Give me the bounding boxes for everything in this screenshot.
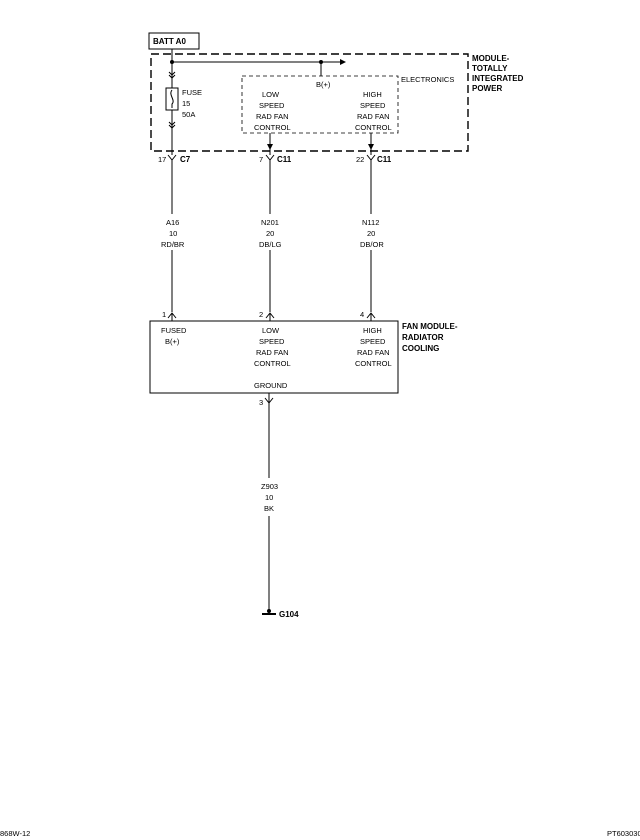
fuse-rating: 50A: [182, 110, 195, 119]
arrow-down-icon: [267, 144, 273, 150]
tipm-low-4: CONTROL: [254, 123, 291, 132]
tipm-high-3: RAD FAN: [357, 112, 390, 121]
wire-n201-circuit: N201: [261, 218, 279, 227]
ground-icon: [267, 609, 271, 613]
connector-name-c7: C7: [180, 155, 191, 164]
batt-label: BATT A0: [153, 37, 186, 46]
fan-fused-2: B(+): [165, 337, 180, 346]
tipm-title-3: INTEGRATED: [472, 74, 524, 83]
fuse-element-icon: [170, 89, 174, 108]
fan-pin-1-label: 1: [162, 310, 166, 319]
fuse-number: 15: [182, 99, 190, 108]
tipm-low-1: LOW: [262, 90, 280, 99]
wire-n112-circuit: N112: [362, 218, 379, 227]
fuse-connector-icon: [168, 121, 176, 126]
wire-n112-color: DB/OR: [360, 240, 384, 249]
fan-high-2: SPEED: [360, 337, 386, 346]
fan-module-box: [149, 320, 399, 394]
fan-high-1: HIGH: [363, 326, 382, 335]
fuse-connector-icon: [168, 74, 176, 79]
tipm-high-2: SPEED: [360, 101, 386, 110]
fan-fused-1: FUSED: [161, 326, 187, 335]
fan-low-2: SPEED: [259, 337, 285, 346]
tipm-low-2: SPEED: [259, 101, 285, 110]
fan-low-3: RAD FAN: [256, 348, 289, 357]
tipm-high-4: CONTROL: [355, 123, 392, 132]
fan-pin-4-label: 4: [360, 310, 364, 319]
tipm-title-4: POWER: [472, 84, 502, 93]
ground-point-label: G104: [279, 610, 299, 619]
electronics-outline: [241, 75, 399, 134]
connector-name-c11: C11: [377, 155, 392, 164]
fan-module-title-1: FAN MODULE-: [402, 322, 458, 331]
connector-c11-icon: [366, 154, 376, 161]
bplus-label: B(+): [316, 80, 331, 89]
wire-a16-circuit: A16: [166, 218, 179, 227]
fan-low-1: LOW: [262, 326, 280, 335]
connector-name-c11: C11: [277, 155, 292, 164]
fuse-connector-icon: [168, 71, 176, 76]
wire-n112-gauge: 20: [367, 229, 375, 238]
fan-ground-label: GROUND: [254, 381, 288, 390]
fan-high-4: CONTROL: [355, 359, 392, 368]
fuse-label: FUSE: [182, 88, 202, 97]
electronics-label: ELECTRONICS: [401, 75, 454, 84]
wire-z903-circuit: Z903: [261, 482, 278, 491]
connector-pin-22: 22: [356, 155, 364, 164]
wire-z903-gauge: 10: [265, 493, 273, 502]
arrow-down-icon: [368, 144, 374, 150]
wire-n201-color: DB/LG: [259, 240, 282, 249]
wire-n201-gauge: 20: [266, 229, 274, 238]
tipm-title-2: TOTALLY: [472, 64, 508, 73]
batt-box: [148, 32, 200, 50]
fan-module-title-3: COOLING: [402, 344, 439, 353]
fan-module-title-2: RADIATOR: [402, 333, 444, 342]
footer-right-code: PT603030: [607, 829, 640, 838]
tipm-outline: [150, 53, 469, 152]
footer-left-code: 868W-12: [0, 829, 30, 838]
ground-pin-label: 3: [259, 398, 263, 407]
fuse-connector-icon: [168, 124, 176, 129]
tipm-title-1: MODULE-: [472, 54, 510, 63]
connector-pin-17: 17: [158, 155, 166, 164]
connector-c7-icon: [167, 154, 177, 161]
bplus-arrow-icon: [340, 59, 346, 65]
wire-a16-color: RD/BR: [161, 240, 185, 249]
wire-z903-color: BK: [264, 504, 274, 513]
connector-c11-icon: [265, 154, 275, 161]
wire-a16-gauge: 10: [169, 229, 177, 238]
fan-pin-2-label: 2: [259, 310, 263, 319]
connector-pin-7: 7: [259, 155, 263, 164]
tipm-high-1: HIGH: [363, 90, 382, 99]
tipm-low-3: RAD FAN: [256, 112, 289, 121]
fan-low-4: CONTROL: [254, 359, 291, 368]
fan-high-3: RAD FAN: [357, 348, 390, 357]
